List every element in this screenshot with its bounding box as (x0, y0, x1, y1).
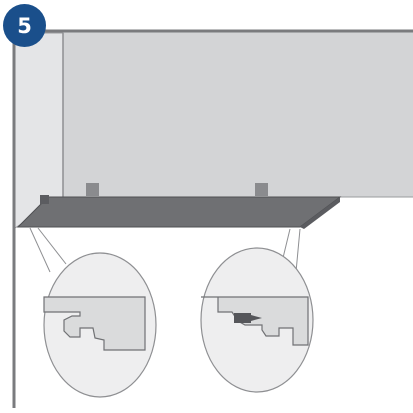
groove-profile (43, 296, 146, 351)
tongue-profile (201, 296, 309, 346)
callout-line-left-a (29, 227, 51, 273)
clip-insert (234, 313, 251, 323)
clip-tip (251, 315, 262, 321)
callout-line-right-b (295, 228, 301, 273)
floor-plank (16, 196, 342, 228)
plank-bracket (40, 195, 49, 204)
wall-clip-left (86, 183, 99, 196)
callout-line-left-b (37, 227, 67, 265)
wall-clip-right (255, 183, 268, 196)
step-number-badge: 5 (3, 4, 46, 47)
floor-plank-edge (300, 197, 340, 229)
step-number: 5 (17, 13, 32, 38)
left-profile-detail (43, 252, 157, 398)
right-profile-detail (200, 247, 314, 393)
back-wall (63, 32, 413, 197)
